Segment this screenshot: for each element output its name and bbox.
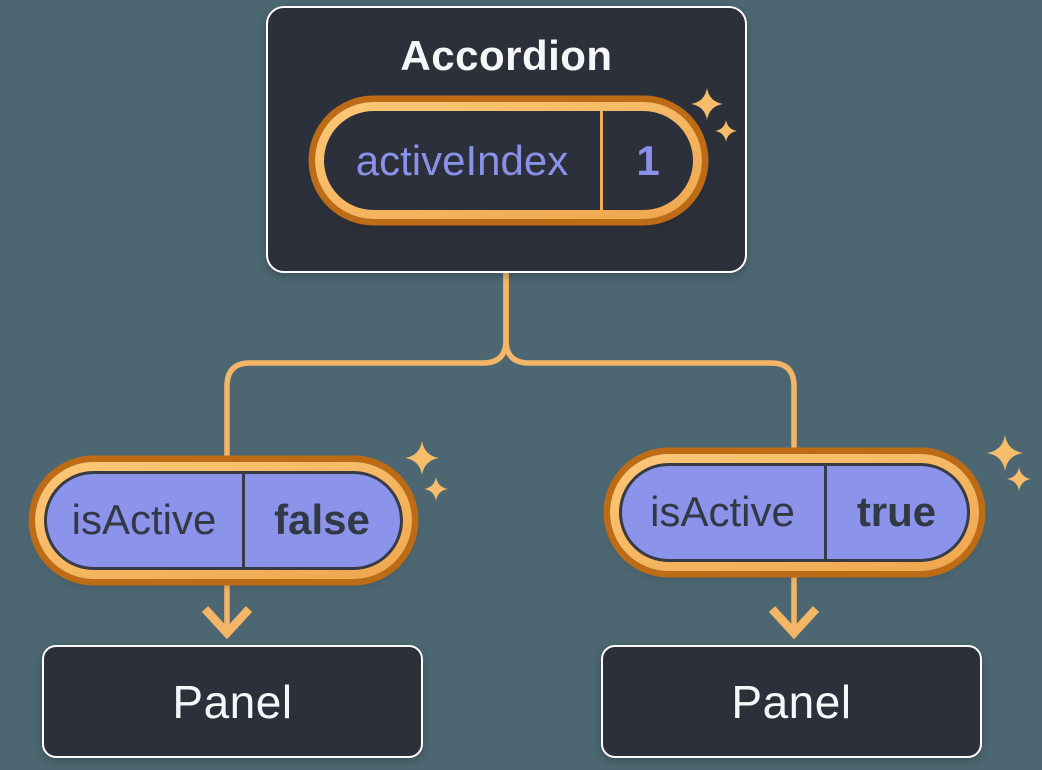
prop-value: false: [241, 473, 400, 567]
prop-label: isActive: [71, 496, 217, 543]
prop-pill-isactive-false: isActive false: [34, 461, 412, 579]
arrow-down-icon: [768, 606, 820, 640]
prop-pill-isactive-true: isActive true: [609, 453, 979, 571]
panel-label: Panel: [731, 675, 852, 728]
sparkle-icon: [987, 435, 1031, 491]
prop-label: isActive: [650, 488, 795, 535]
accordion-component-card: Accordion activeIndex 1: [266, 6, 747, 273]
state-value: 1: [600, 111, 693, 210]
arrow-down-icon: [201, 606, 253, 640]
sparkle-icon: [405, 441, 448, 501]
panel-box-left: Panel: [42, 645, 423, 758]
panel-label: Panel: [172, 675, 293, 728]
sparkle-icon: [691, 88, 737, 142]
component-title: Accordion: [400, 32, 613, 79]
state-pill: activeIndex 1: [315, 102, 702, 219]
panel-box-right: Panel: [601, 645, 982, 758]
connector-right: [503, 272, 797, 633]
state-label: activeIndex: [355, 136, 569, 184]
prop-value: true: [823, 465, 967, 559]
